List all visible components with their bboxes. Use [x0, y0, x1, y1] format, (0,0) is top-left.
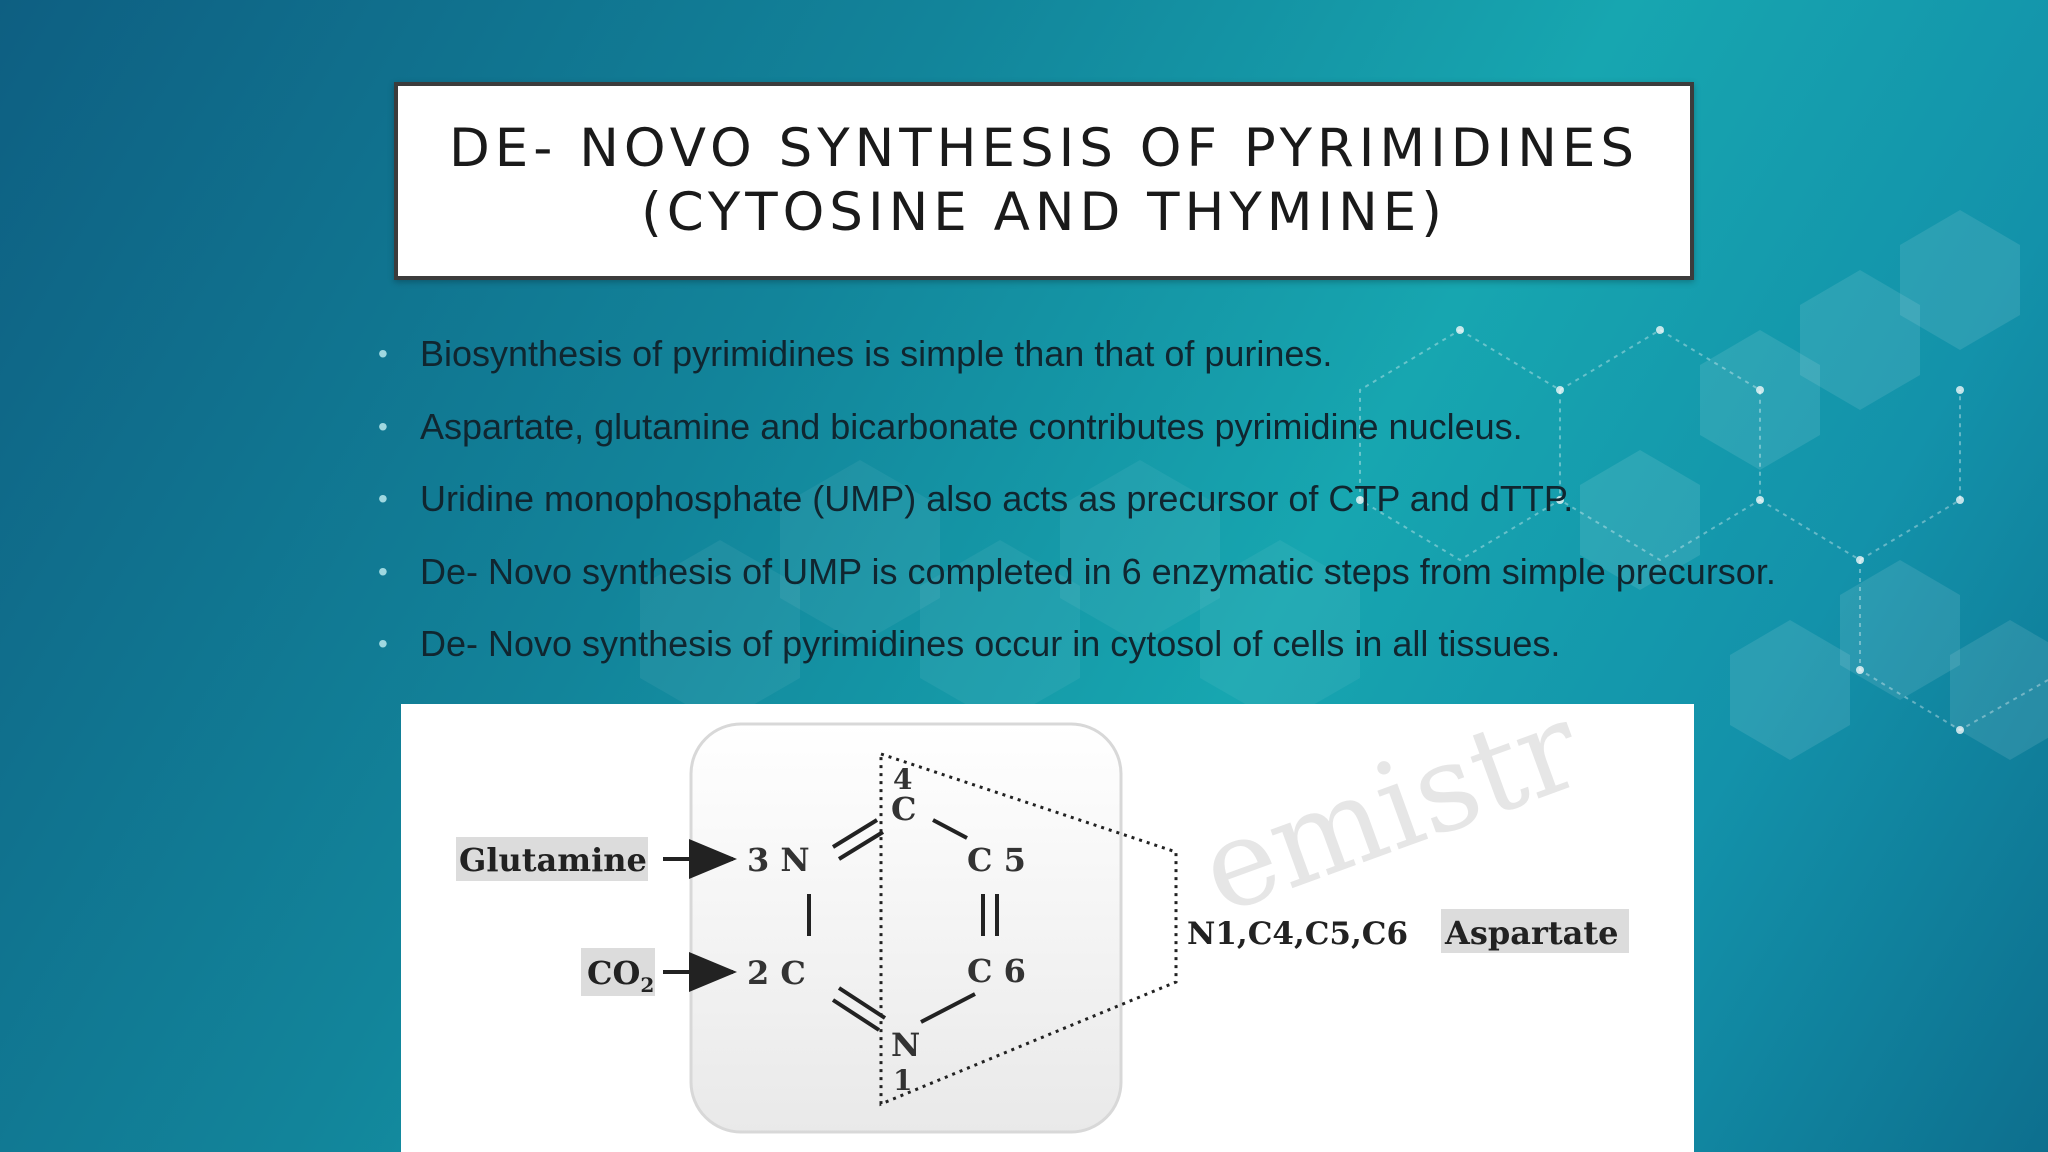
bullet-list: • Biosynthesis of pyrimidines is simple … — [378, 318, 1998, 681]
atom-n1-number: 1 — [893, 1064, 912, 1097]
bullet-item: • De- Novo synthesis of pyrimidines occu… — [378, 608, 1998, 681]
bullet-text: Uridine monophosphate (UMP) also acts as… — [420, 478, 1574, 519]
title-box: DE- NOVO SYNTHESIS OF PYRIMIDINES (CYTOS… — [394, 82, 1694, 280]
bullet-text: Biosynthesis of pyrimidines is simple th… — [420, 333, 1333, 374]
atom-c5: C 5 — [967, 841, 1026, 879]
atom-c4: C — [891, 790, 916, 828]
co2-label-bg — [581, 948, 655, 996]
atom-c4-number: 4 — [893, 763, 912, 796]
co2-label: CO2 — [587, 954, 654, 997]
bullet-item: • Biosynthesis of pyrimidines is simple … — [378, 318, 1998, 391]
aspartate-atoms-label: N1,C4,C5,C6 — [1187, 916, 1408, 952]
pyrimidine-diagram: emistr Glu — [401, 704, 1694, 1152]
atom-n1: N — [891, 1026, 920, 1064]
bullet-icon: • — [378, 628, 388, 659]
co2-subscript: 2 — [640, 973, 654, 997]
atom-c2: 2 C — [747, 954, 806, 992]
bullet-icon: • — [378, 410, 388, 442]
aspartate-label: Aspartate — [1444, 914, 1618, 952]
atom-c6: C 6 — [967, 952, 1026, 990]
bullet-icon: • — [378, 555, 388, 587]
bullet-text: De- Novo synthesis of pyrimidines occur … — [420, 623, 1561, 664]
bullet-item: • Aspartate, glutamine and bicarbonate c… — [378, 391, 1998, 464]
slide-title-line2: (CYTOSINE AND THYMINE) — [641, 182, 1447, 243]
atom-n3: 3 N — [747, 841, 810, 879]
co2-main: CO — [587, 954, 640, 992]
glutamine-label: Glutamine — [459, 841, 647, 879]
bullet-text: De- Novo synthesis of UMP is completed i… — [420, 550, 1776, 592]
bullet-icon: • — [378, 338, 388, 369]
bullet-icon: • — [378, 483, 388, 514]
pyrimidine-ring-diagram: emistr Glu — [456, 704, 1629, 1134]
ring-bonds — [807, 818, 999, 1032]
aspartate-region-outline — [879, 752, 1178, 1107]
slide-title-line1: DE- NOVO SYNTHESIS OF PYRIMIDINES — [449, 118, 1639, 179]
bullet-item: • Uridine monophosphate (UMP) also acts … — [378, 463, 1998, 536]
ring-background — [689, 722, 1123, 1134]
aspartate-label-bg — [1441, 909, 1629, 953]
glutamine-label-bg — [456, 837, 648, 881]
bullet-item: • De- Novo synthesis of UMP is completed… — [378, 536, 1998, 609]
bullet-text: Aspartate, glutamine and bicarbonate con… — [420, 405, 1523, 447]
watermark-text: emistr — [1183, 704, 1598, 941]
